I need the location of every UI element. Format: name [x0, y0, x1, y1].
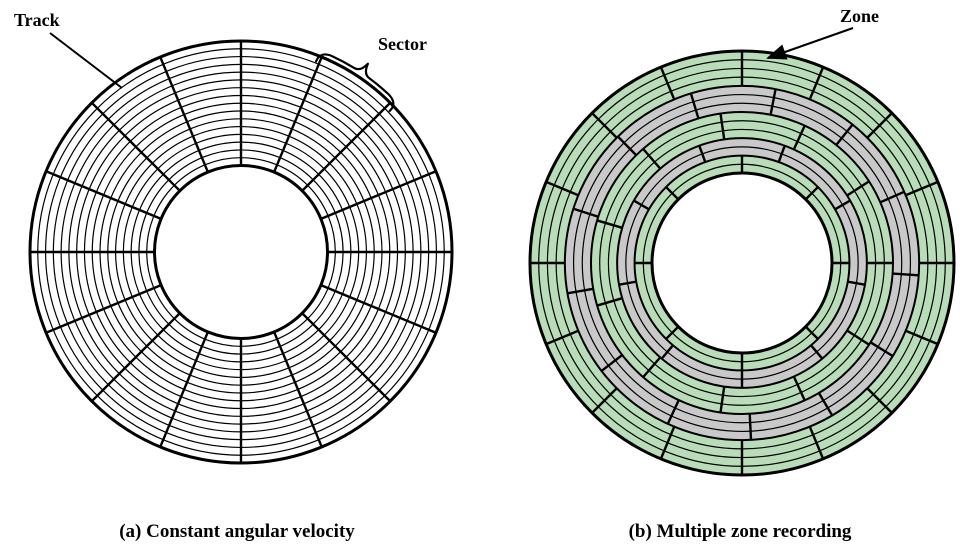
zone-sector-line: [665, 186, 680, 201]
cav-sector-line: [320, 283, 437, 334]
zone-label: Zone: [840, 6, 879, 26]
cav-sector-line: [90, 101, 181, 192]
zone-sector-line: [804, 325, 819, 340]
caption-a: (a) Constant angular velocity: [119, 521, 355, 542]
zone-sector-line: [642, 356, 662, 378]
cav-sector-line: [159, 331, 210, 448]
zone-sector-line: [618, 280, 637, 286]
zone-sector-line: [846, 180, 870, 197]
zone-sector-line: [905, 329, 939, 346]
zone-sector-line: [596, 219, 623, 229]
zone-sector-line: [804, 186, 819, 201]
zone-sector-line: [600, 354, 623, 372]
zone-sector-line: [769, 88, 777, 115]
cav-disk-diagram: [28, 39, 454, 465]
zone-sector-line: [847, 280, 866, 286]
zone-sector-line: [777, 145, 786, 163]
mzr-disk-diagram: [528, 49, 956, 477]
zone-sector-line: [659, 66, 676, 100]
zone-sector-line: [545, 329, 579, 346]
mzr-track-ring: [572, 93, 912, 433]
cav-sector-line: [90, 312, 181, 403]
zone-sector-line: [905, 180, 939, 197]
zone-sector-line: [698, 145, 707, 163]
zone-sector-line: [665, 325, 680, 340]
zone-sector-line: [808, 426, 825, 460]
zone-sector-line: [567, 287, 594, 295]
cav-spindle-hole: [152, 163, 330, 341]
caption-b: (b) Multiple zone recording: [629, 521, 852, 542]
zone-sector-line: [719, 113, 726, 140]
zone-sector-line: [879, 190, 905, 204]
cav-sector-line: [45, 170, 162, 221]
cav-sector-line: [320, 170, 437, 221]
zone-sector-line: [792, 125, 806, 150]
zone-sector-line: [892, 272, 919, 277]
zone-arrow: [766, 27, 854, 60]
zone-2-band: [564, 85, 920, 441]
mzr-annotations: Zone: [766, 6, 879, 60]
zone-sector-line: [866, 112, 893, 139]
zone-sector-line: [817, 392, 834, 417]
zone-sector-line: [617, 135, 638, 157]
zone-sector-line: [866, 387, 893, 414]
zone-sector-line: [633, 199, 650, 211]
cav-sector-line: [45, 283, 162, 334]
zone-sector-line: [808, 66, 825, 100]
zone-sector-line: [792, 376, 806, 401]
cav-sector-line: [159, 56, 210, 173]
zone-sector-line: [591, 387, 618, 414]
zone-sector-line: [835, 123, 854, 146]
zone-sector-line: [689, 93, 700, 119]
sector-label: Sector: [378, 34, 427, 54]
zone-sector-line: [659, 426, 676, 460]
cav-annotations: Track Sector: [14, 10, 427, 112]
zone-sector-line: [834, 199, 851, 211]
zone-sector-line: [846, 329, 870, 346]
mzr-spindle-hole: [650, 171, 834, 355]
zone-sector-line: [573, 207, 599, 218]
zone-sector-line: [545, 180, 579, 197]
zone-sector-line: [869, 341, 894, 358]
zone-sector-line: [591, 112, 618, 139]
zone-sector-line: [642, 148, 662, 170]
cav-sector-line: [301, 101, 392, 192]
zone-sector-line: [666, 399, 680, 425]
zone-sector-line: [748, 413, 753, 440]
zone-sector-line: [596, 297, 623, 307]
cav-sector-line: [272, 56, 323, 173]
cav-sector-line: [272, 331, 323, 448]
zone-sector-line: [660, 344, 674, 360]
track-pointer-line: [49, 32, 123, 89]
cav-sector-line: [301, 312, 392, 403]
mzr-track-ring: [581, 102, 903, 424]
track-label: Track: [14, 10, 60, 30]
zone-sector-line: [719, 386, 726, 413]
zone-sector-line: [810, 344, 824, 360]
sector-brace: [315, 53, 395, 112]
